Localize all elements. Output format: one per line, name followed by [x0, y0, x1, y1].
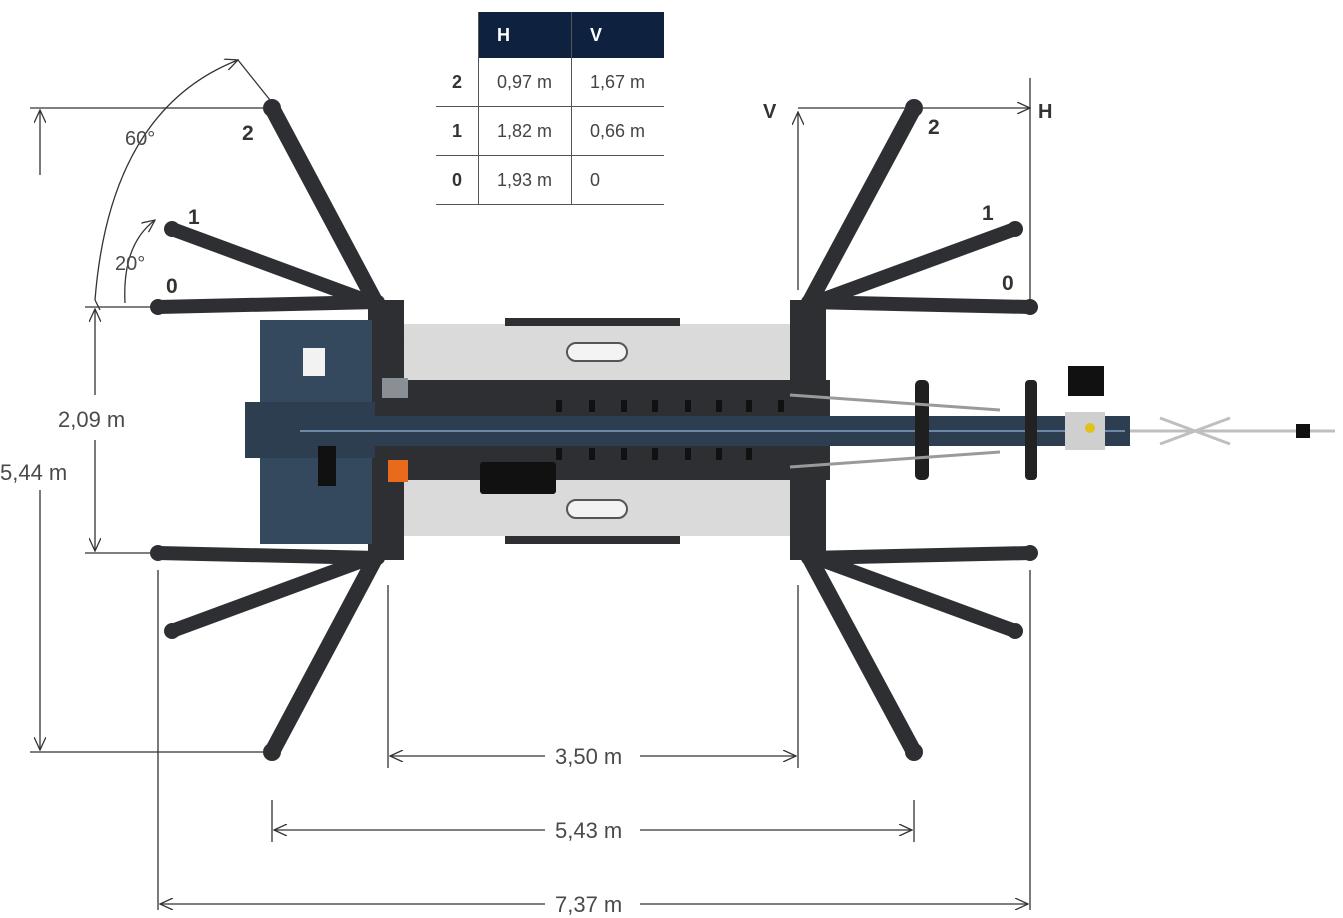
pos-label-right-0: 0 — [1002, 272, 1014, 295]
outrigger-legs — [151, 100, 1037, 760]
pos-label-left-0: 0 — [166, 275, 178, 298]
dim-outrigger-spread: 2,09 m — [58, 407, 125, 432]
leg-right-upper-0 — [801, 295, 1037, 314]
table-row: 0 1,93 m 0 — [436, 155, 664, 205]
orange-box — [388, 460, 408, 482]
cell-h: 0,97 m — [478, 58, 572, 107]
leg-left-lower-1 — [165, 548, 385, 638]
leg-left-lower-2 — [264, 532, 393, 760]
dim-axle-distance: 3,50 m — [555, 744, 622, 769]
cell-v: 1,67 m — [571, 58, 664, 107]
row-label: 1 — [436, 106, 479, 156]
row-label: 0 — [436, 155, 479, 205]
axis-v-label: V — [763, 101, 777, 123]
leg-right-upper-1 — [801, 222, 1022, 312]
axis-h-label: H — [1038, 101, 1052, 123]
outrigger-table: H V 2 0,97 m 1,67 m 1 1,82 m 0,66 m 0 1,… — [436, 12, 664, 205]
leg-right-upper-2 — [792, 100, 922, 328]
row-label: 2 — [436, 58, 479, 107]
leg-left-upper-0 — [151, 295, 385, 314]
angle-upper: 60° — [125, 128, 155, 150]
leg-left-lower-0 — [151, 546, 385, 565]
dim-total-width: 7,37 m — [555, 892, 622, 917]
pos-label-left-2: 2 — [242, 122, 254, 145]
header-v: V — [571, 12, 664, 58]
leg-right-lower-2 — [792, 532, 922, 760]
dimension-lines — [30, 60, 1030, 910]
cell-v: 0 — [571, 155, 664, 205]
pos-label-left-1: 1 — [188, 206, 200, 229]
machine-body — [245, 300, 1335, 560]
header-h: H — [478, 12, 572, 58]
table-row: 1 1,82 m 0,66 m — [436, 106, 664, 156]
outrigger-feet — [150, 99, 1038, 761]
leg-right-lower-0 — [801, 546, 1037, 565]
dim-total-length: 5,44 m — [0, 460, 67, 485]
leg-left-upper-2 — [264, 100, 393, 328]
cell-v: 0,66 m — [571, 106, 664, 156]
pos-label-right-1: 1 — [982, 202, 994, 225]
pos-label-right-2: 2 — [928, 116, 940, 139]
leg-left-upper-1 — [165, 222, 385, 312]
angle-lower: 20° — [115, 253, 145, 275]
cell-h: 1,82 m — [478, 106, 572, 156]
leg-right-lower-1 — [801, 548, 1022, 638]
dim-outer-width: 5,43 m — [555, 818, 622, 843]
cell-h: 1,93 m — [478, 155, 572, 205]
table-row: 2 0,97 m 1,67 m — [436, 58, 664, 107]
